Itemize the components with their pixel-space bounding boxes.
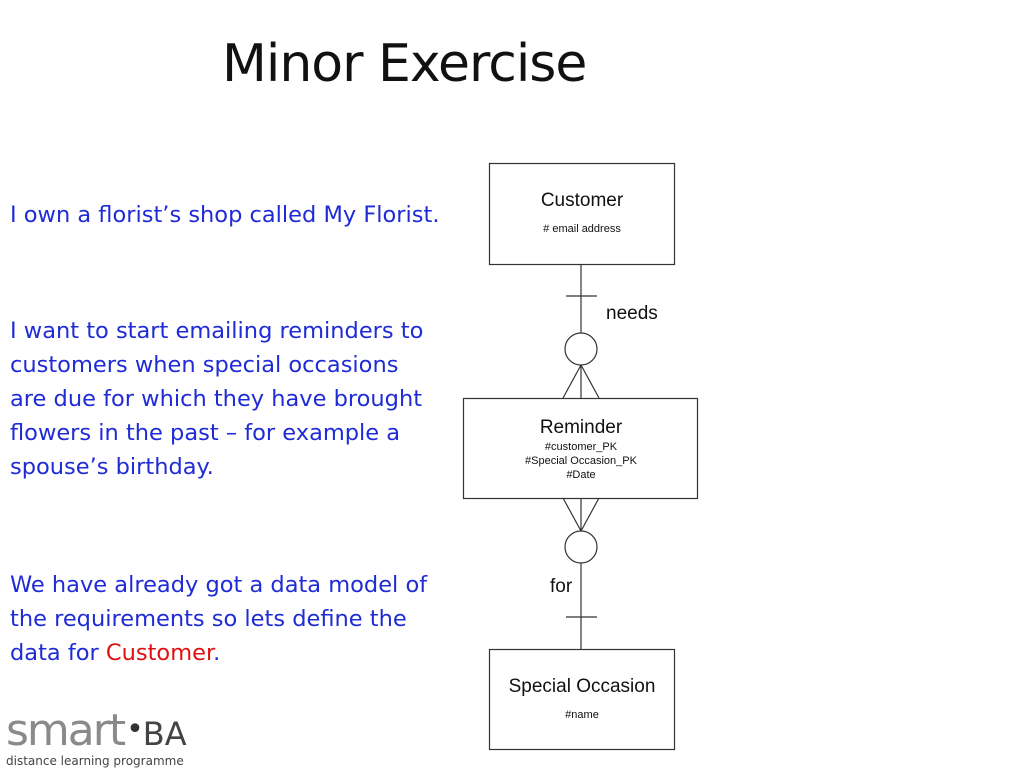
paragraph-reminders: I want to start emailing reminders to cu…: [10, 314, 440, 484]
paragraph-data-model: We have already got a data model of the …: [10, 568, 440, 670]
paragraph-shop-text: I own a florist’s shop called My Florist…: [10, 202, 440, 228]
needs-crowfoot-left: [562, 364, 582, 399]
slide-title: Minor Exercise: [222, 34, 587, 94]
special-occasion-attribute: #name: [565, 709, 599, 721]
paragraph-data-model-lead: We have already got a data model of the …: [10, 572, 428, 666]
for-crowfoot-left: [562, 497, 582, 532]
paragraph-shop: I own a florist’s shop called My Florist…: [10, 198, 440, 232]
logo-brand-suffix: BA: [142, 715, 187, 753]
needs-optional-circle: [564, 332, 598, 366]
paragraph-data-model-text: We have already got a data model of the …: [10, 568, 440, 670]
needs-crowfoot-right: [580, 364, 600, 399]
customer-attribute: # email address: [543, 223, 621, 235]
special-occasion-entity-name: Special Occasion: [509, 676, 656, 697]
reminder-attribute-customer-pk: #customer_PK: [545, 441, 618, 453]
customer-highlight: Customer: [105, 640, 214, 666]
reminder-entity-name: Reminder: [540, 417, 623, 438]
for-crowfoot-right: [580, 497, 600, 532]
logo-tagline: distance learning programme: [6, 754, 184, 768]
paragraph-reminders-text: I want to start emailing reminders to cu…: [10, 318, 424, 480]
for-optional-circle: [564, 530, 598, 564]
reminder-attribute-occasion-pk: #Special Occasion_PK: [525, 455, 638, 467]
reminder-attribute-date: #Date: [566, 469, 595, 481]
smartba-logo: smart•BA distance learning programme: [6, 708, 187, 768]
paragraph-data-model-end: .: [213, 640, 221, 666]
reminder-entity-box: [462, 397, 699, 500]
special-occasion-entity-box: [488, 648, 676, 751]
for-relationship-label: for: [550, 576, 573, 597]
customer-entity-name: Customer: [541, 190, 624, 211]
customer-entity-box: [488, 162, 676, 266]
needs-relationship-label: needs: [606, 303, 658, 324]
logo-brand: smart: [6, 705, 126, 756]
logo-dot-icon: •: [126, 712, 144, 747]
